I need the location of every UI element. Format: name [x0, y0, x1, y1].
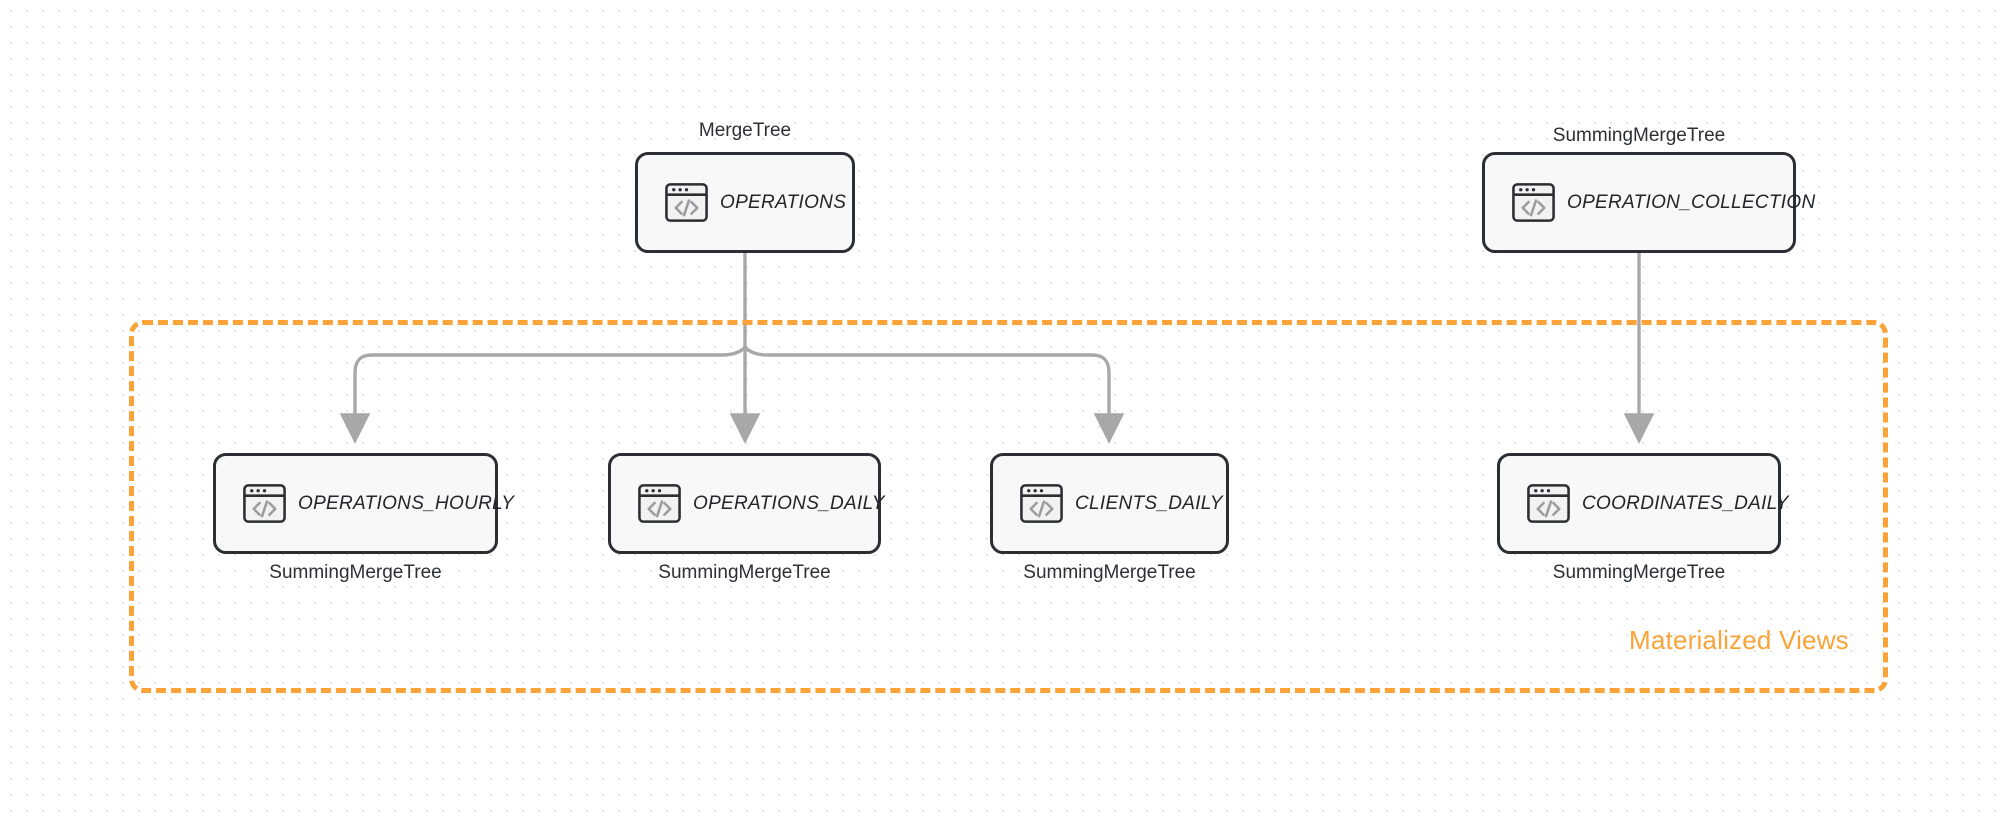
node-caption-operations-hourly: SummingMergeTree [269, 562, 442, 583]
node-operations-hourly[interactable]: OPERATIONS_HOURLY [213, 453, 514, 554]
node-operation-collection[interactable]: OPERATION_COLLECTION [1482, 152, 1815, 253]
code-window-icon [663, 179, 710, 226]
node-title-operations-daily: OPERATIONS_DAILY [693, 492, 885, 514]
node-caption-clients-daily: SummingMergeTree [1023, 562, 1196, 583]
node-title-operation-collection: OPERATION_COLLECTION [1567, 191, 1816, 213]
node-caption-operations-daily: SummingMergeTree [658, 562, 831, 583]
code-window-icon [1018, 480, 1065, 527]
code-window-icon [1510, 179, 1557, 226]
code-window-icon [1525, 480, 1572, 527]
node-caption-coordinates-daily: SummingMergeTree [1552, 562, 1726, 583]
node-caption-operations: MergeTree [698, 120, 792, 141]
node-caption-operation-collection: SummingMergeTree [1552, 125, 1726, 146]
node-clients-daily[interactable]: CLIENTS_DAILY [990, 453, 1229, 554]
node-title-operations-hourly: OPERATIONS_HOURLY [298, 492, 515, 514]
node-title-clients-daily: CLIENTS_DAILY [1075, 492, 1223, 514]
materialized-views-label: Materialized Views [1629, 625, 1849, 655]
node-operations-daily[interactable]: OPERATIONS_DAILY [608, 453, 884, 554]
node-coordinates-daily[interactable]: COORDINATES_DAILY [1497, 453, 1788, 554]
node-operations[interactable]: OPERATIONS [635, 152, 855, 253]
node-title-operations: OPERATIONS [720, 191, 847, 213]
node-title-coordinates-daily: COORDINATES_DAILY [1582, 492, 1789, 514]
materialized-views-group [129, 320, 1888, 693]
code-window-icon [241, 480, 288, 527]
code-window-icon [636, 480, 683, 527]
